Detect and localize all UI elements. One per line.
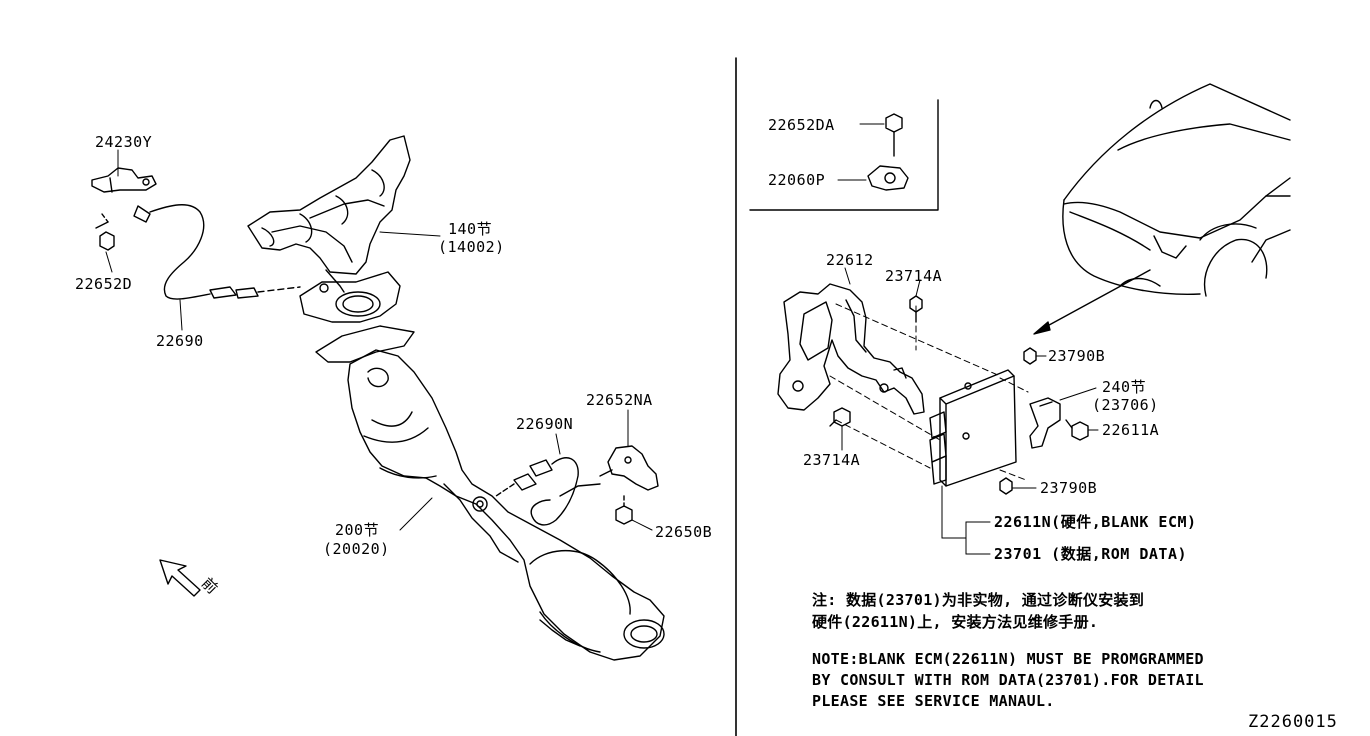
label-22060p: 22060P	[768, 171, 826, 189]
exhaust-manifold-140	[247, 135, 411, 323]
nut-23790b-top	[1023, 347, 1037, 365]
label-200: 200节	[335, 521, 380, 539]
label-22652na: 22652NA	[586, 391, 653, 409]
ecm-unit	[929, 369, 1017, 487]
bolt-22652d	[95, 213, 115, 251]
label-22690n: 22690N	[516, 415, 574, 433]
note-en-line-3: PLEASE SEE SERVICE MANAUL.	[812, 692, 1055, 710]
location-arrow	[1033, 269, 1151, 335]
label-140: 140节	[448, 220, 493, 238]
nut-23790b-bottom	[999, 477, 1013, 495]
note-cn-line-1: 注: 数据(23701)为非实物, 通过诊断仪安装到	[812, 591, 1145, 609]
label-23714a-top: 23714A	[885, 267, 943, 285]
label-24230y: 24230Y	[95, 133, 153, 151]
label-22652d: 22652D	[75, 275, 133, 293]
bolt-22652da	[885, 113, 903, 157]
note-cn-line-2: 硬件(22611N)上, 安装方法见维修手册.	[812, 613, 1099, 631]
bolt-22611a	[1065, 419, 1089, 441]
label-240: 240节	[1102, 378, 1147, 396]
label-20020: (20020)	[323, 540, 390, 558]
bracket-24230y	[91, 167, 157, 193]
label-22611n: 22611N(硬件,BLANK ECM)	[994, 513, 1197, 531]
label-22611a: 22611A	[1102, 421, 1160, 439]
front-arrow	[159, 559, 201, 597]
label-14002: (14002)	[438, 238, 505, 256]
o2-sensor-22690n	[495, 457, 601, 526]
label-22650b: 22650B	[655, 523, 713, 541]
label-23790b-top: 23790B	[1048, 347, 1106, 365]
note-en-line-2: BY CONSULT WITH ROM DATA(23701).FOR DETA…	[812, 671, 1204, 689]
bolt-23714a-bottom	[829, 407, 851, 427]
note-en-line-1: NOTE:BLANK ECM(22611N) MUST BE PROMGRAMM…	[812, 650, 1204, 668]
label-22612: 22612	[826, 251, 874, 269]
label-22690: 22690	[156, 332, 204, 350]
label-23701: 23701 (数据,ROM DATA)	[994, 545, 1188, 563]
inset-box	[749, 99, 939, 211]
label-22652da: 22652DA	[768, 116, 835, 134]
knock-sensor-22060p	[867, 165, 909, 191]
diagram-code: Z2260015	[1248, 712, 1338, 732]
label-23714a-bottom: 23714A	[803, 451, 861, 469]
front-tube-200	[315, 325, 665, 661]
ecm-bracket-240	[1029, 397, 1061, 449]
label-23706: (23706)	[1092, 396, 1159, 414]
bracket-22652na	[599, 445, 659, 491]
ecm-leader	[941, 485, 991, 555]
o2-sensor-22690	[133, 204, 301, 300]
label-23790b-bottom: 23790B	[1040, 479, 1098, 497]
bolt-22650b	[615, 495, 633, 525]
car-front-view	[1062, 83, 1291, 297]
ecm-bracket-22612	[777, 283, 925, 415]
